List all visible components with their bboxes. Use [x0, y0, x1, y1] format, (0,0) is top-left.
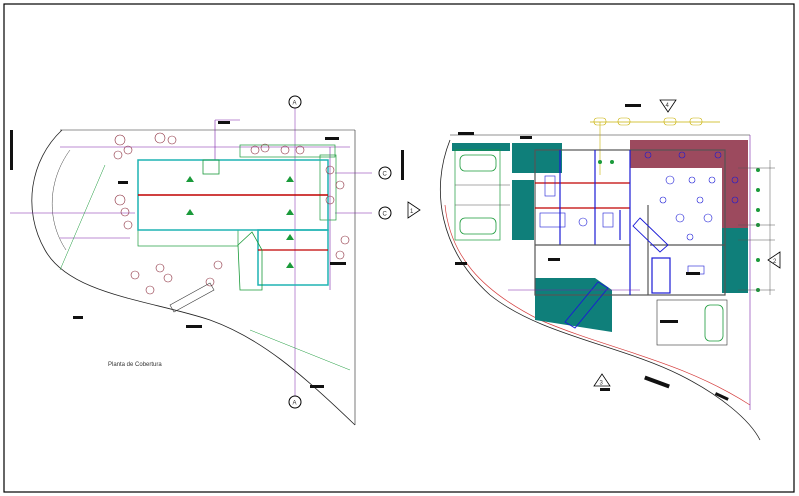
building-walls [534, 149, 726, 296]
svg-text:C: C [383, 172, 388, 178]
guide-line [59, 164, 106, 271]
ramp [169, 282, 215, 313]
stair-diagonal [564, 281, 609, 329]
property-red-line [444, 204, 751, 406]
svg-text:C: C [383, 212, 388, 218]
elevation-marker-4: 4 [659, 99, 677, 113]
skylight [202, 159, 220, 175]
furniture [539, 151, 739, 275]
svg-text:4: 4 [666, 103, 670, 109]
roof-diagonal-wing [237, 231, 263, 291]
svg-text:A: A [293, 101, 297, 107]
text-tags [401, 104, 729, 401]
roof-wing [257, 229, 329, 286]
elevation-marker-1: 1 [407, 201, 421, 219]
garage-left [454, 149, 501, 241]
floor-plan: 4 1 2 3 [401, 99, 781, 441]
section-marker-a-top: A [288, 95, 302, 109]
svg-text:2: 2 [773, 259, 777, 265]
elevation-marker-2: 2 [767, 251, 781, 269]
site-boundary-inner [51, 149, 71, 251]
stair-diagonal [632, 217, 669, 253]
landscape-shrubs [113, 132, 350, 295]
section-marker-c-lower: C [378, 206, 392, 220]
roof-plan-caption: Planta de Cobertura [108, 362, 162, 368]
roof-plan: Planta de Cobertura A A C C [10, 95, 392, 426]
maroon-zone [722, 168, 748, 228]
maroon-zone [630, 140, 748, 168]
dimension-lines [455, 160, 775, 295]
drawing-frame [3, 3, 795, 493]
svg-text:A: A [293, 401, 297, 407]
teal-zone [512, 143, 562, 173]
roof-edge-hatch [137, 229, 239, 247]
slope-arrows [186, 176, 294, 268]
site-boundary-curve [31, 129, 356, 426]
section-marker-c-upper: C [378, 166, 392, 180]
garage-bottom [656, 299, 728, 346]
svg-text:1: 1 [410, 209, 414, 215]
teal-zone [722, 228, 748, 293]
teal-zone [452, 143, 510, 151]
guide-line [249, 329, 351, 371]
teal-zone [512, 180, 534, 240]
grid-bubbles [593, 117, 703, 126]
section-marker-a-bottom: A [288, 395, 302, 409]
elevation-marker-3: 3 [593, 373, 611, 387]
text-tags [10, 121, 346, 388]
car-icon [459, 154, 497, 235]
roof-edge-hatch [239, 144, 336, 158]
car-icon [704, 304, 724, 342]
teal-zone [535, 278, 612, 332]
site-boundary-curve [440, 139, 761, 441]
svg-text:3: 3 [600, 381, 604, 387]
